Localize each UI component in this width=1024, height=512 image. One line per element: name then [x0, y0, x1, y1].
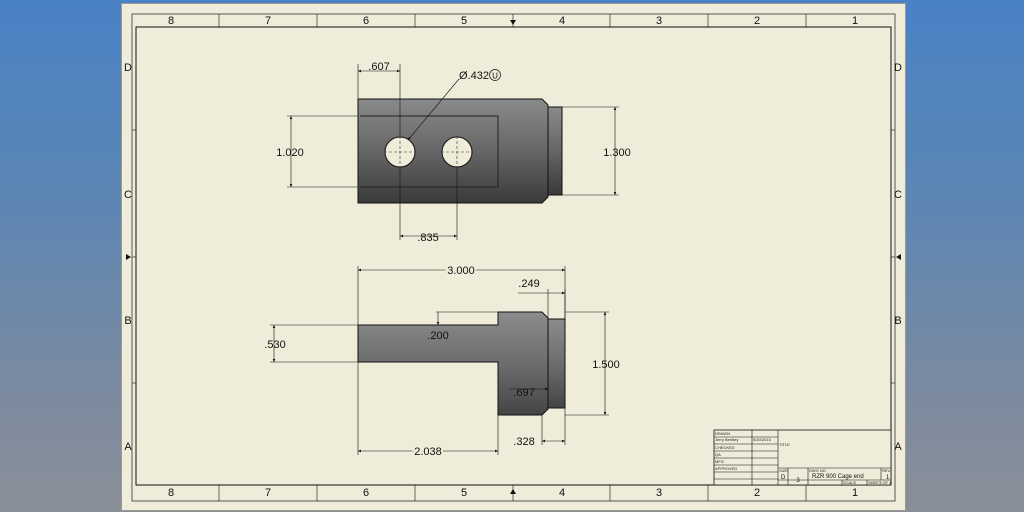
dim-arm-thickness: .530: [264, 339, 285, 351]
zone-col-6: 6: [363, 15, 369, 27]
top-view-slot-edge: [360, 115, 499, 188]
center-mark-left: [126, 254, 131, 260]
dim-neck: .697: [513, 387, 534, 399]
dim-overall-length: 3.000: [447, 265, 475, 277]
tb-drawn-by: Jerry Bentley: [715, 437, 738, 442]
zone-row-a: A: [124, 441, 132, 453]
tb-sheet-label: SHEET: [868, 480, 882, 485]
outer-border: [131, 13, 896, 502]
dim-flange: .328: [513, 436, 534, 448]
tb-small-mark: 3: [796, 478, 800, 484]
zone-col-8-bottom: 8: [168, 487, 174, 499]
center-mark-bottom: [510, 489, 516, 494]
zone-labels-bottom: 8 7 6 5 4 3 2 1: [168, 487, 858, 499]
title-block: DRAWN Jerry Bentley 5/20/2015 CHECKED QA…: [713, 429, 892, 486]
dim-body-height: 1.500: [592, 359, 620, 371]
front-view-flange: [547, 318, 566, 409]
center-mark-right: [896, 254, 901, 260]
zone-col-8: 8: [168, 15, 174, 27]
technical-drawing: 8 7 6 5 4 3 2 1 8 7 6 5 4 3 2 1 D C B A …: [124, 13, 902, 502]
zone-labels-top: 8 7 6 5 4 3 2 1: [168, 15, 858, 27]
tb-size-value: D: [781, 475, 786, 481]
tb-approved-label: APPROVED: [715, 466, 737, 471]
zone-row-c: C: [124, 189, 132, 201]
tb-sheet-value: 1 OF 1: [879, 480, 892, 485]
dim-height-right: 1.300: [603, 147, 631, 159]
hole-centerlines: [384, 136, 473, 168]
zone-col-6-bottom: 6: [363, 487, 369, 499]
zone-col-3: 3: [656, 15, 662, 27]
zone-col-1: 1: [852, 15, 858, 27]
top-view-flange: [547, 106, 563, 196]
top-view: .607 Ø.432 U 1.020 1.300 .835: [276, 61, 631, 244]
tb-title-label: TITLE: [779, 442, 790, 447]
zone-col-5-bottom: 5: [461, 487, 467, 499]
center-mark-top: [510, 20, 516, 25]
tb-drawn-label: DRAWN: [715, 431, 730, 436]
tb-checked-label: CHECKED: [715, 445, 735, 450]
zone-col-1-bottom: 1: [852, 487, 858, 499]
zone-row-b-right: B: [894, 315, 901, 327]
dim-height-left: 1.020: [276, 147, 304, 159]
tb-scale-label: SCALE: [843, 480, 856, 485]
tb-drawn-date: 5/20/2015: [753, 437, 772, 442]
zone-labels-left: D C B A: [124, 62, 132, 453]
dim-hole-offset: .607: [368, 61, 389, 73]
zone-col-7: 7: [265, 15, 271, 27]
zone-col-4-bottom: 4: [559, 487, 565, 499]
dim-step: .200: [427, 330, 448, 342]
zone-row-d: D: [124, 62, 132, 74]
zone-col-2: 2: [754, 15, 760, 27]
zone-labels-right: D C B A: [894, 62, 902, 453]
front-view: 3.000 .249 .200 .530 1.500 .697 .328 2.0: [264, 263, 620, 460]
front-view-body: [357, 311, 549, 416]
zone-row-a-right: A: [894, 441, 902, 453]
zone-col-7-bottom: 7: [265, 487, 271, 499]
drawing-sheet: 8 7 6 5 4 3 2 1 8 7 6 5 4 3 2 1 D C B A …: [121, 3, 906, 511]
tb-rev-label: REV: [882, 468, 891, 473]
zone-col-5: 5: [461, 15, 467, 27]
tb-rev-value: 1: [886, 475, 890, 481]
tb-mfg-label: MFG: [715, 459, 724, 464]
tb-dwg-no-label: DWG NO: [809, 468, 826, 473]
dim-shoulder-width: .249: [518, 278, 539, 290]
zone-col-2-bottom: 2: [754, 487, 760, 499]
zone-row-b: B: [124, 315, 131, 327]
zone-col-4: 4: [559, 15, 565, 27]
dim-hole-spacing: .835: [417, 232, 438, 244]
zone-row-d-right: D: [894, 62, 902, 74]
zone-ticks: [132, 14, 895, 501]
tb-size-label: SIZE: [779, 468, 788, 473]
diameter-symbol-circle: [489, 69, 501, 81]
zone-row-c-right: C: [894, 189, 902, 201]
tb-qa-label: QA: [715, 452, 721, 457]
zone-col-3-bottom: 3: [656, 487, 662, 499]
dim-arm-length: 2.038: [414, 446, 442, 458]
dim-hole-diameter-symbol: U: [492, 72, 498, 81]
dim-hole-diameter: Ø.432: [459, 70, 489, 82]
inner-border: [135, 26, 892, 486]
tb-dwg-title: RZR 900 Cage end: [812, 474, 864, 480]
